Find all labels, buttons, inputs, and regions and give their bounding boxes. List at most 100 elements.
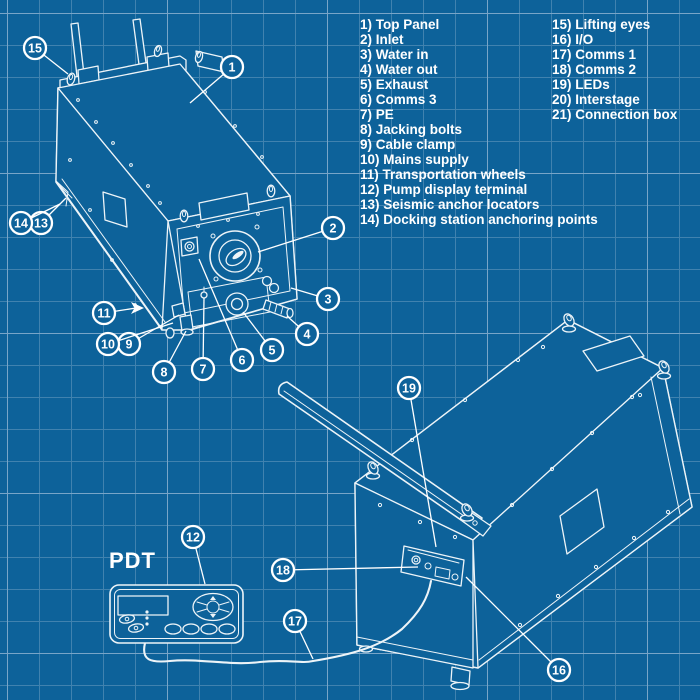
callout-7: 7 — [190, 297, 216, 382]
callout-19: 19 — [396, 375, 437, 548]
callout-1: 1 — [189, 54, 245, 104]
svg-text:14: 14 — [14, 216, 28, 230]
legend-item: 7) PE — [360, 107, 394, 122]
pump1-cable-clamp — [171, 302, 186, 318]
pump2-end-seam — [650, 376, 681, 515]
pump1-wheel — [165, 327, 175, 339]
svg-text:3: 3 — [325, 292, 332, 306]
pump2-connector-panel — [400, 545, 465, 587]
pdt-dpad-up-arrow[interactable] — [210, 596, 216, 600]
pdt-dpad-down-arrow[interactable] — [210, 614, 216, 618]
pump1-lifting-eye-left — [66, 72, 76, 86]
pump2-lifting-eye-front-left — [365, 461, 381, 480]
pump1-front-label-strip — [198, 192, 250, 221]
svg-text:9: 9 — [126, 337, 133, 351]
legend-item: 1) Top Panel — [360, 17, 440, 32]
pump1-front-recess — [176, 206, 291, 314]
pump1-lifting-eye-right — [194, 50, 204, 64]
legend-item: 14) Docking station anchoring points — [360, 212, 598, 227]
svg-text:6: 6 — [239, 353, 246, 367]
svg-text:10: 10 — [101, 337, 115, 351]
pdt-cable — [143, 579, 433, 665]
pump1-left-rail-line — [61, 178, 166, 323]
legend-item: 5) Exhaust — [360, 77, 429, 92]
callout-6: 6 — [198, 258, 255, 373]
legend-item: 12) Pump display terminal — [360, 182, 528, 197]
legend-item: 13) Seismic anchor locators — [360, 197, 540, 212]
legend-item: 21) Connection box — [552, 107, 678, 122]
svg-text:11: 11 — [97, 306, 110, 320]
svg-text:16: 16 — [552, 663, 566, 677]
legend-item: 11) Transportation wheels — [360, 167, 526, 182]
callout-15: 15 — [22, 35, 69, 75]
legend-item: 16) I/O — [552, 32, 594, 47]
pump-top-left-drawing — [55, 18, 298, 339]
pump1-inlet-flange — [209, 224, 263, 282]
callout-10: 10 — [95, 322, 174, 357]
legend-item: 19) LEDs — [552, 77, 610, 92]
callout-4: 4 — [286, 315, 320, 347]
svg-text:8: 8 — [161, 365, 168, 379]
legend-item: 3) Water in — [360, 47, 429, 62]
callout-5: 5 — [242, 311, 285, 363]
svg-text:17: 17 — [288, 614, 302, 628]
legend-item: 4) Water out — [360, 62, 438, 77]
svg-text:5: 5 — [269, 343, 276, 357]
callout-8: 8 — [151, 330, 187, 385]
pump2-top-label — [582, 335, 645, 372]
legend-item: 8) Jacking bolts — [360, 122, 463, 137]
pump1-water-out-barb-fitting — [262, 299, 294, 319]
pump1-exhaust-port — [225, 292, 249, 316]
pdt-face — [114, 589, 239, 639]
legend-item: 18) Comms 2 — [552, 62, 637, 77]
svg-text:19: 19 — [402, 381, 416, 395]
pdt-dpad[interactable] — [192, 592, 234, 622]
callout-2: 2 — [257, 215, 346, 253]
pump1-face-eye-left — [179, 209, 189, 223]
legend-item: 15) Lifting eyes — [552, 17, 651, 32]
pump2-lifting-eye-front-right — [459, 503, 475, 522]
svg-text:13: 13 — [34, 216, 48, 230]
pdt-soft-buttons[interactable] — [164, 623, 236, 635]
pump1-face-eye-right — [266, 184, 276, 198]
legend-item: 20) Interstage — [552, 92, 640, 107]
pdt-body — [109, 584, 244, 644]
pdt-display-screen — [117, 595, 169, 616]
pump2-right-skirt — [478, 498, 690, 661]
callout-18: 18 — [270, 557, 419, 583]
pump2-bolt-dots — [377, 344, 671, 628]
pdt-led-indicators — [145, 610, 149, 626]
pump2-lifting-eye-back-right — [656, 360, 672, 380]
svg-text:18: 18 — [276, 563, 290, 577]
pump1-lifting-eye-mid — [153, 44, 163, 58]
pdt-drawing — [109, 584, 244, 644]
pump-bottom-right-drawing — [277, 313, 693, 691]
pdt-function-buttons[interactable] — [118, 614, 145, 633]
svg-text:12: 12 — [186, 530, 200, 544]
callout-17: 17 — [282, 608, 314, 660]
pump2-front-skirt — [356, 636, 474, 661]
svg-text:2: 2 — [330, 221, 337, 235]
pump1-anchor-corner — [55, 180, 73, 207]
svg-text:7: 7 — [200, 362, 207, 376]
svg-text:15: 15 — [28, 41, 42, 55]
pump1-jacking-bolt — [179, 314, 194, 336]
legend-item: 17) Comms 1 — [552, 47, 637, 62]
pump1-comms3-connector — [180, 236, 199, 257]
pump1-left-face-label — [102, 191, 128, 228]
legend-item: 2) Inlet — [360, 32, 404, 47]
pump2-side-label — [559, 488, 605, 555]
legend-item: 9) Cable clamp — [360, 137, 456, 152]
svg-text:4: 4 — [304, 327, 311, 341]
pump2-foot-front — [450, 666, 471, 691]
legend-item: 6) Comms 3 — [360, 92, 437, 107]
callout-14: 14 — [8, 203, 61, 236]
callout-16: 16 — [465, 576, 572, 683]
legend-item: 10) Mains supply — [360, 152, 469, 167]
callout-11: 11 — [91, 300, 144, 326]
